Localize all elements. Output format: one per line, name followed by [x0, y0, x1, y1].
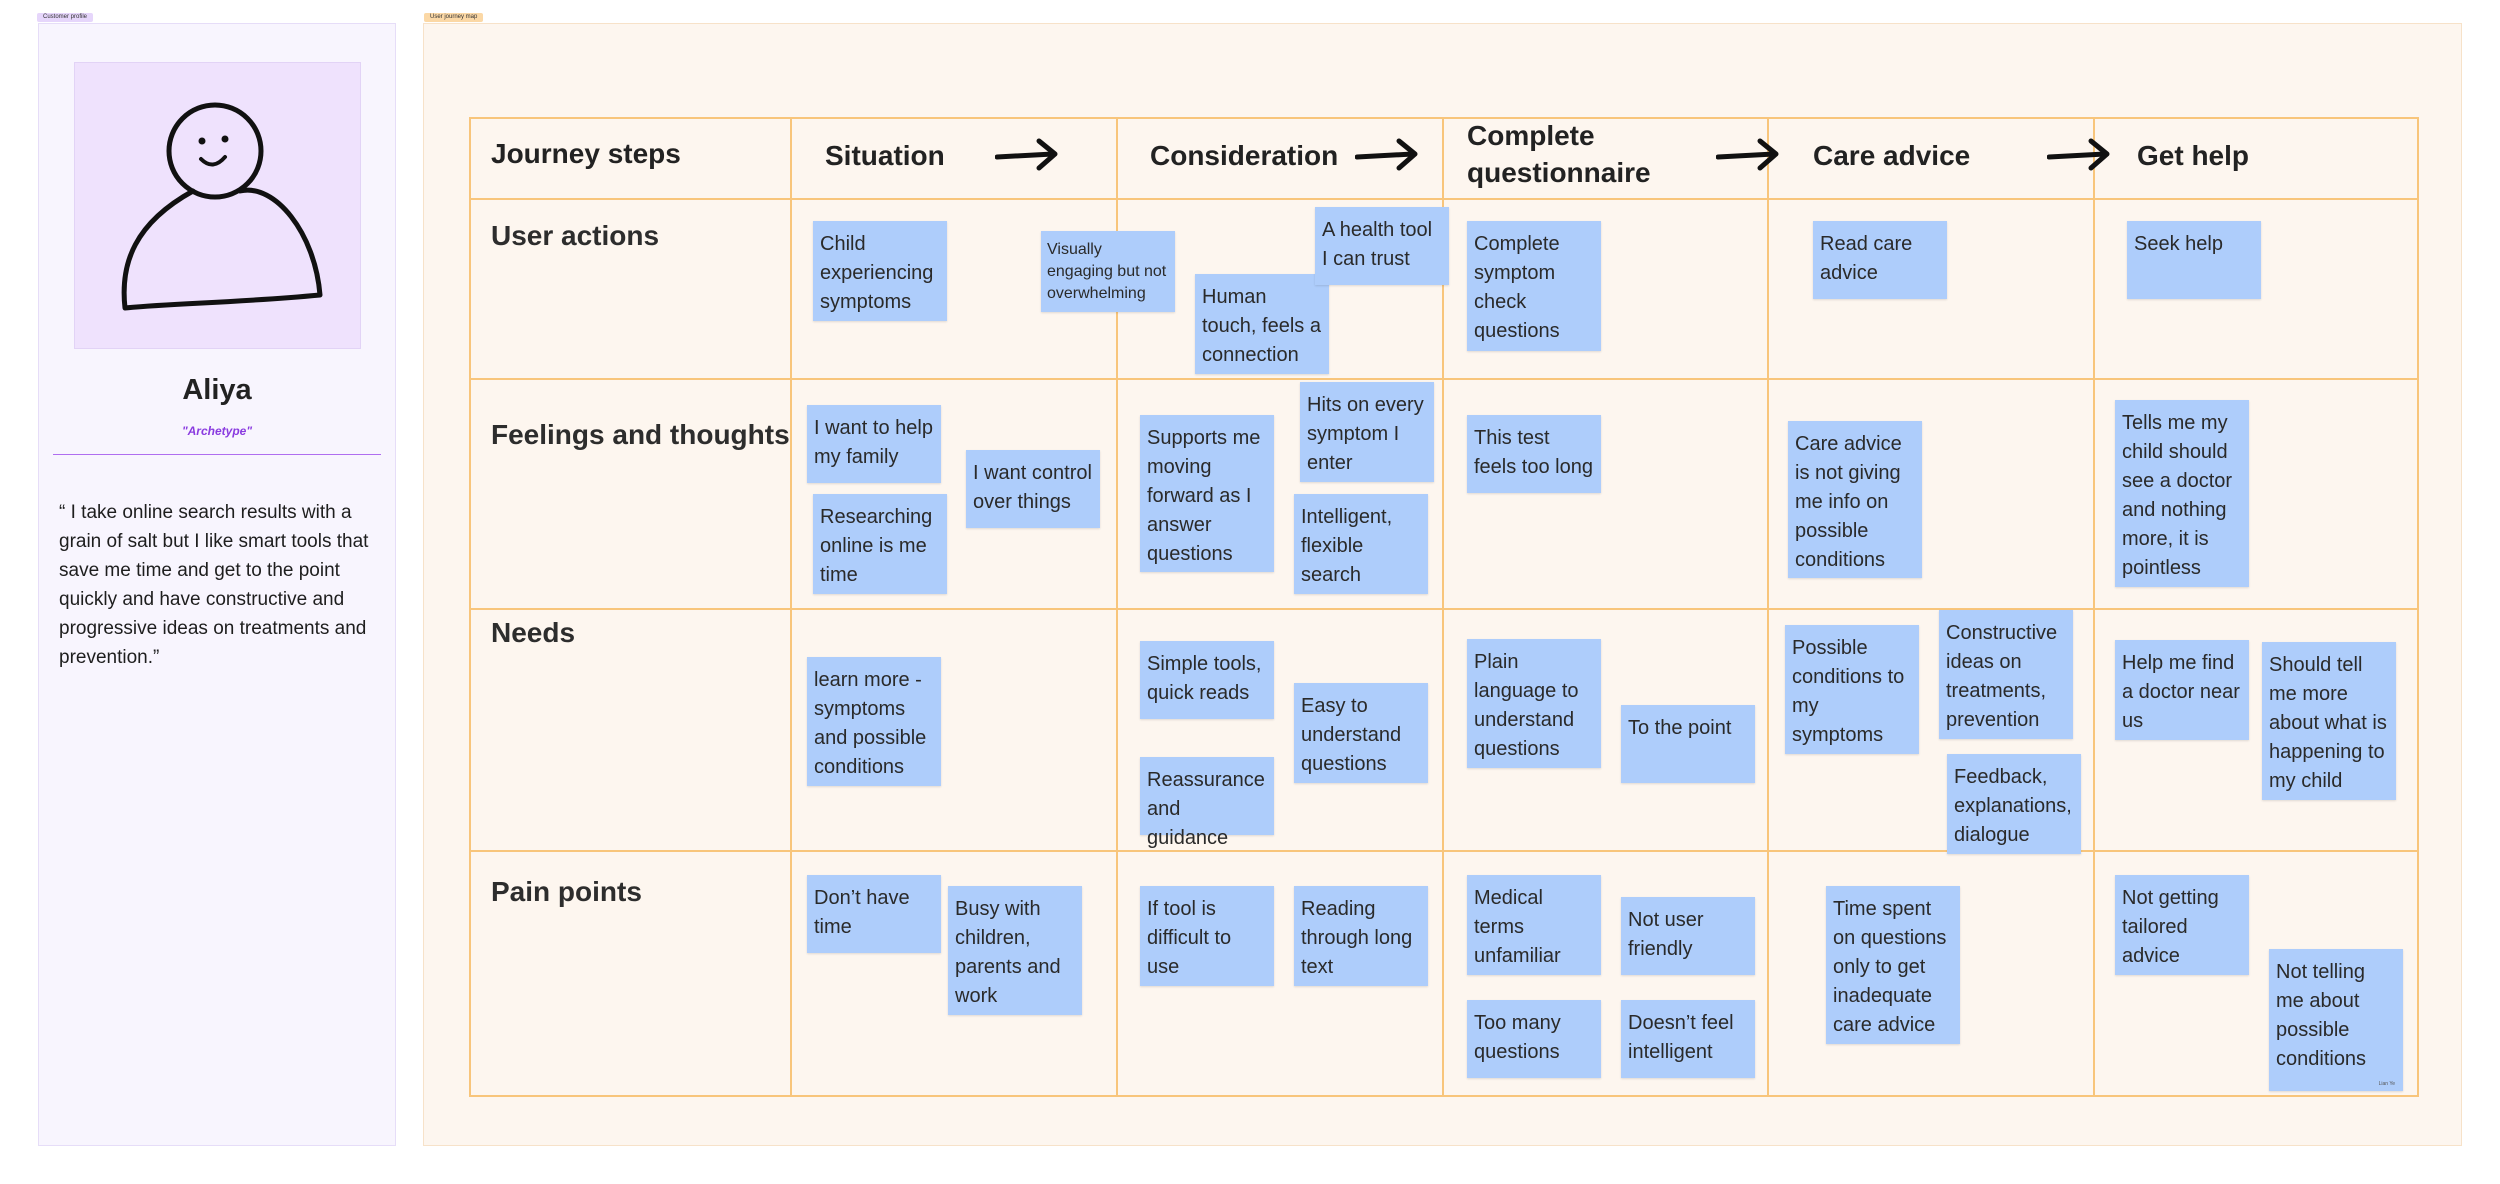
sticky-note[interactable]: Easy to understand questions [1294, 683, 1428, 783]
grid-column-divider [790, 117, 792, 1097]
sticky-note[interactable]: Researching online is me time [813, 494, 947, 594]
sticky-note[interactable]: To the point [1621, 705, 1755, 783]
sticky-note[interactable]: Don’t have time [807, 875, 941, 953]
sticky-note[interactable]: Doesn’t feel intelligent [1621, 1000, 1755, 1078]
sticky-note[interactable]: Help me find a doctor near us [2115, 640, 2249, 740]
step-care-advice: Care advice [1813, 140, 1971, 171]
grid-row-divider [469, 850, 2419, 852]
sticky-note[interactable]: Simple tools, quick reads [1140, 641, 1274, 719]
sticky-note[interactable]: Not user friendly [1621, 897, 1755, 975]
sticky-note[interactable]: Constructive ideas on treatments, preven… [1939, 610, 2073, 739]
persona-divider [53, 454, 381, 455]
row-label-user-actions: User actions [491, 220, 660, 251]
sticky-note[interactable]: A health tool I can trust [1315, 207, 1449, 285]
sticky-note[interactable]: Feedback, explanations, dialogue [1947, 754, 2081, 854]
user-journey-map-tag: User journey map [424, 13, 484, 22]
grid-row-divider [469, 608, 2419, 610]
sticky-note-author: Lian Ye [2378, 1081, 2395, 1087]
sticky-note-text: Not telling me about possible conditions [2276, 961, 2367, 1070]
sticky-note[interactable]: Busy with children, parents and work [948, 886, 1082, 1015]
persona-archetype-label: "Archetype" [181, 424, 253, 438]
sticky-note[interactable]: Supports me moving forward as I answer q… [1140, 415, 1274, 572]
arrow-right-icon [995, 138, 1058, 171]
persona-name: Aliya [182, 374, 252, 406]
customer-profile-frame[interactable]: Aliya "Archetype" “ I take online search… [38, 23, 396, 1146]
sticky-note[interactable]: Tells me my child should see a doctor an… [2115, 400, 2249, 587]
sticky-note[interactable]: Not getting tailored advice [2115, 875, 2249, 975]
sticky-note[interactable]: Complete symptom check questions [1467, 221, 1601, 351]
grid-row-divider [469, 378, 2419, 380]
grid-column-divider [1442, 117, 1444, 1097]
sticky-note[interactable]: Too many questions [1467, 1000, 1601, 1078]
sticky-note[interactable]: Possible conditions to my symptoms [1785, 625, 1919, 754]
row-label-needs: Needs [491, 617, 576, 648]
row-label-feelings-thoughts: Feelings and thoughts [491, 419, 790, 450]
customer-profile-tag: Customer profile [37, 13, 94, 22]
sticky-note[interactable]: If tool is difficult to use [1140, 886, 1274, 986]
grid-column-divider [1767, 117, 1769, 1097]
sticky-note[interactable]: Time spent on questions only to get inad… [1826, 886, 1960, 1044]
sticky-note[interactable]: I want control over things [966, 450, 1100, 528]
grid-column-divider [2093, 117, 2095, 1097]
sticky-note[interactable]: Medical terms unfamiliar [1467, 875, 1601, 975]
sticky-note[interactable]: Should tell me more about what is happen… [2262, 642, 2396, 800]
row-label-pain-points: Pain points [491, 876, 642, 907]
sticky-note[interactable]: Human touch, feels a connection [1195, 274, 1329, 374]
sticky-note[interactable]: Visually engaging but not overwhelming [1041, 231, 1175, 312]
sticky-note[interactable]: I want to help my family [807, 405, 941, 483]
step-get-help: Get help [2137, 140, 2250, 171]
arrow-right-icon [2047, 138, 2110, 171]
sticky-note[interactable]: Read care advice [1813, 221, 1947, 299]
sticky-note[interactable]: This test feels too long [1467, 415, 1601, 493]
arrow-right-icon [1716, 138, 1779, 171]
sticky-note[interactable]: Intelligent, flexible search [1294, 494, 1428, 594]
persona-avatar [74, 62, 361, 349]
sticky-note[interactable]: learn more - symptoms and possible condi… [807, 657, 941, 786]
sticky-note[interactable]: Hits on every symptom I enter [1300, 382, 1434, 482]
person-drawing-icon [121, 102, 323, 311]
sticky-note[interactable]: Child experiencing symptoms [813, 221, 947, 321]
grid-column-divider [1116, 117, 1118, 1097]
arrow-right-icon [1355, 138, 1418, 171]
sticky-note[interactable]: Plain language to understand questions [1467, 639, 1601, 768]
step-consideration: Consideration [1150, 140, 1339, 171]
journey-grid [469, 117, 2419, 1097]
step-complete-questionnaire: Complete questionnaire [1467, 120, 1651, 188]
journey-steps-header: Journey steps [491, 138, 681, 169]
sticky-note[interactable]: Care advice is not giving me info on pos… [1788, 421, 1922, 578]
persona-quote: “ I take online search results with a gr… [59, 502, 369, 668]
sticky-note[interactable]: Reassurance and guidance [1140, 757, 1274, 849]
sticky-note[interactable]: Reading through long text [1294, 886, 1428, 986]
grid-row-divider [469, 198, 2419, 200]
sticky-note[interactable]: Not telling me about possible conditions… [2269, 949, 2403, 1091]
sticky-note[interactable]: Seek help [2127, 221, 2261, 299]
step-situation: Situation [825, 140, 945, 171]
